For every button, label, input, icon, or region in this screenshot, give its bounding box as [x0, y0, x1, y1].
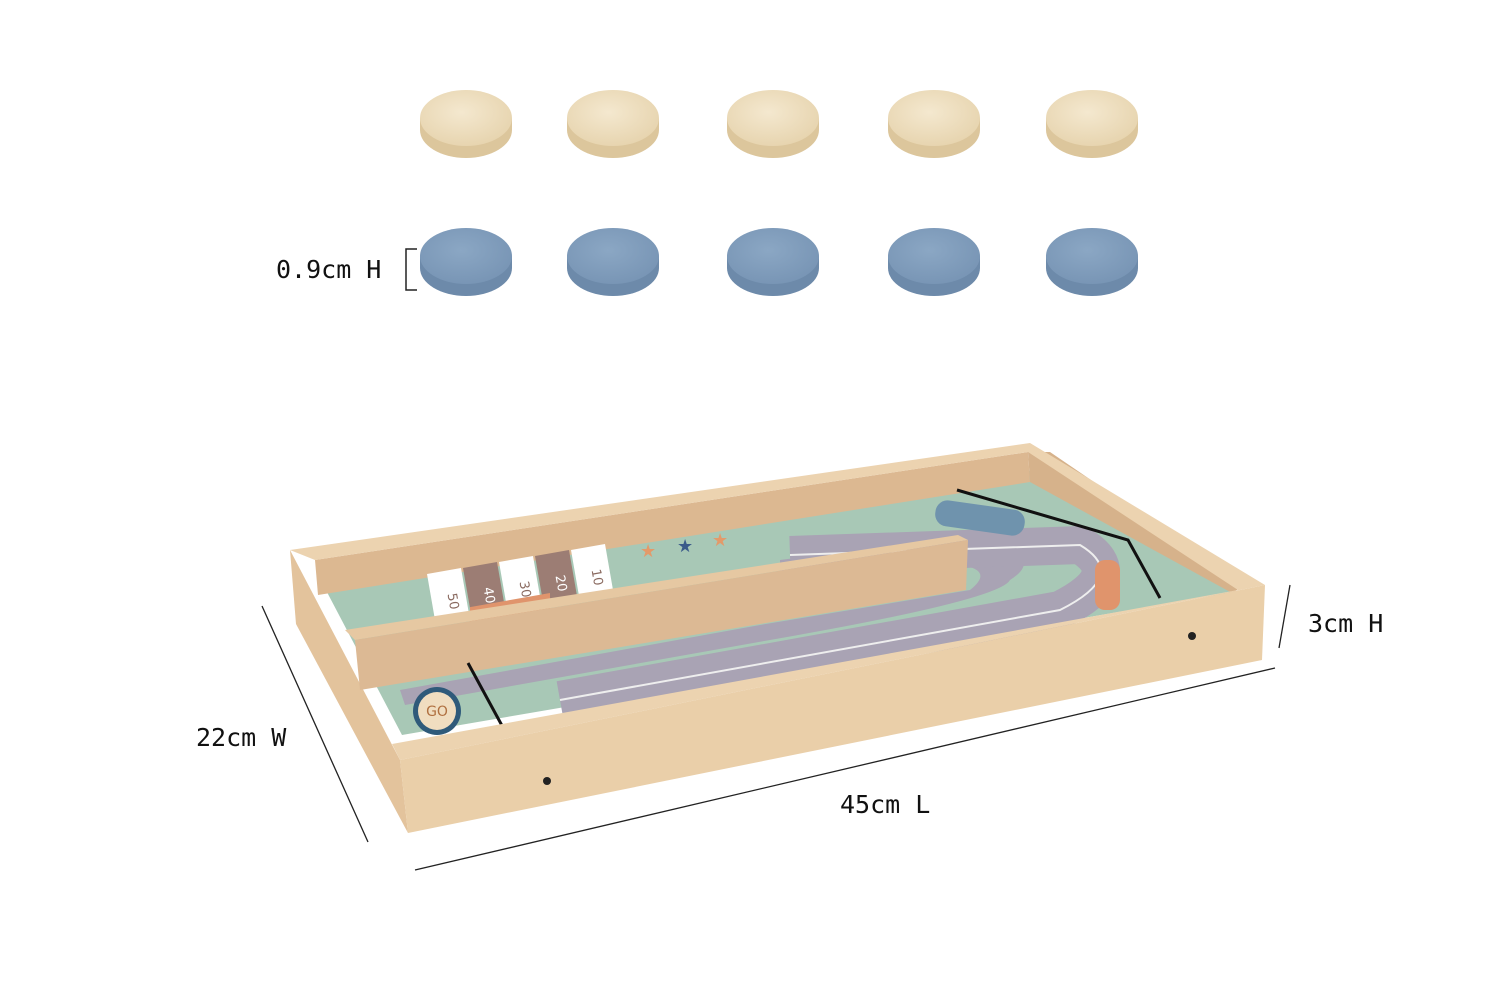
puck-height-label: 0.9cm H	[276, 255, 382, 284]
natural-puck	[888, 90, 980, 158]
length-dimension-line	[414, 667, 1276, 871]
start-label: GO	[426, 704, 448, 720]
score-label: 50	[444, 592, 462, 611]
natural-puck	[567, 90, 659, 158]
screw-hole	[543, 777, 551, 785]
star-icon: ★	[640, 541, 656, 562]
natural-puck-top	[567, 90, 659, 146]
score-zone: 50 40 30 20 10	[427, 544, 613, 620]
natural-puck-top	[420, 90, 512, 146]
blue-puck	[727, 228, 819, 296]
elastic-band	[466, 662, 508, 734]
blue-pucks-row	[420, 228, 1138, 296]
blue-puck-top	[888, 228, 980, 284]
blue-puck-top	[567, 228, 659, 284]
start-badge-inner	[418, 692, 456, 730]
blue-puck-top	[1046, 228, 1138, 284]
height-dimension-line	[1278, 584, 1291, 649]
score-label: 40	[480, 586, 498, 605]
blue-puck-top	[727, 228, 819, 284]
score-stripe	[535, 550, 577, 602]
natural-puck-top	[1046, 90, 1138, 146]
length-label: 45cm L	[840, 790, 931, 819]
star-icon: ★	[712, 530, 728, 551]
tray-back-wall	[315, 452, 1030, 595]
star-icon: ★	[677, 536, 693, 557]
height-label: 3cm H	[1308, 609, 1384, 638]
tray-rim	[290, 443, 1265, 760]
score-label: 30	[516, 580, 534, 599]
natural-puck	[420, 90, 512, 158]
score-label: 10	[588, 568, 606, 587]
blue-puck	[888, 228, 980, 296]
blue-puck-top	[420, 228, 512, 284]
car-icon	[1095, 560, 1120, 610]
tray-front-face	[400, 585, 1265, 833]
score-label: 20	[552, 574, 570, 593]
natural-puck	[1046, 90, 1138, 158]
natural-puck	[727, 90, 819, 158]
screw-hole	[1188, 632, 1196, 640]
natural-pucks-row	[420, 90, 1138, 158]
width-dimension-line	[261, 605, 369, 843]
center-divider-top	[345, 535, 968, 640]
score-stripe	[463, 562, 505, 614]
puck-height-bracket	[405, 248, 417, 291]
blue-puck	[420, 228, 512, 296]
natural-puck-top	[888, 90, 980, 146]
score-stripe	[427, 568, 469, 620]
shuffleboard-tray: 50 40 30 20 10 ★ ★ ★ GO	[290, 443, 1265, 833]
blue-puck	[567, 228, 659, 296]
tray-left-face	[290, 550, 408, 833]
score-stripe	[499, 556, 541, 608]
natural-puck-top	[727, 90, 819, 146]
blue-puck	[1046, 228, 1138, 296]
score-stripe	[571, 544, 613, 596]
car-icon	[935, 500, 1025, 536]
width-label: 22cm W	[196, 723, 287, 752]
center-divider	[355, 540, 968, 690]
elastic-band	[956, 488, 1162, 599]
